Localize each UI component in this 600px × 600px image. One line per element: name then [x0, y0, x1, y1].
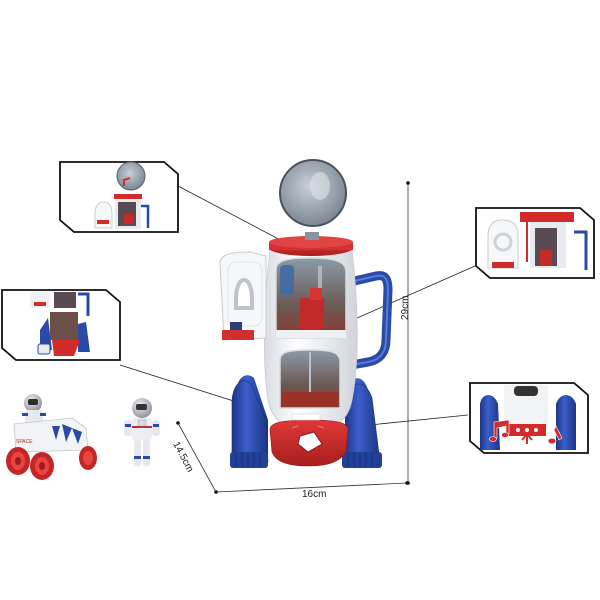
rocket-toy — [219, 159, 393, 468]
music-note-icon — [547, 425, 563, 445]
rover-wheel — [79, 446, 97, 470]
height-dimension-label: 29cm — [400, 295, 411, 320]
callout-dome-lid — [59, 161, 179, 233]
astronaut-figure — [124, 398, 160, 466]
space-rover-toy: SPACE — [6, 394, 97, 480]
width-dimension-label: 16cm — [302, 489, 327, 500]
callout-sound-lights — [469, 382, 589, 454]
callout-launch-ramp — [1, 289, 121, 361]
callout-elevator — [475, 207, 595, 279]
depth-dimension-line — [176, 421, 217, 493]
rover-wheel — [30, 452, 54, 480]
rover-wheel — [6, 447, 30, 475]
height-dimension-line — [406, 181, 410, 485]
rover-label: SPACE — [16, 439, 33, 445]
music-note-icon — [489, 419, 510, 442]
